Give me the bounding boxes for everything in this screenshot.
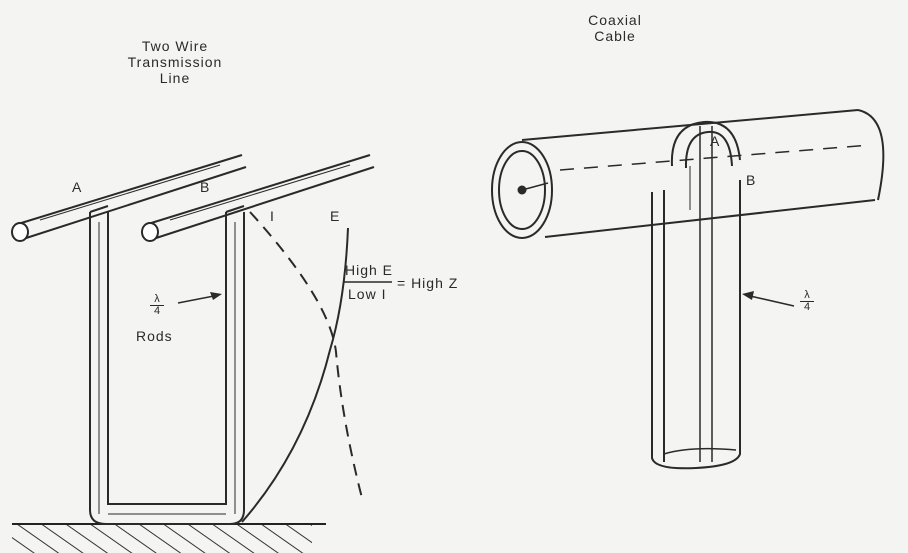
- coax-label-b: B: [746, 172, 757, 188]
- two-wire-title-line3: Line: [159, 70, 191, 86]
- ground-symbol: [12, 523, 326, 553]
- rods-label: Rods: [136, 328, 173, 344]
- high-e-label: High E: [345, 262, 394, 278]
- two-wire-title-line1: Two Wire: [141, 38, 209, 54]
- wire-b-label: B: [200, 179, 211, 195]
- coaxial-title-line1: Coaxial: [588, 12, 642, 28]
- coax-four-denominator: 4: [800, 301, 814, 313]
- high-z-label: = High Z: [397, 275, 459, 291]
- wire-a-label: A: [72, 179, 83, 195]
- voltage-curve-e: [241, 227, 349, 523]
- two-wire-title-line2: Transmission: [127, 54, 223, 70]
- coax-lambda-over-4: λ 4: [800, 290, 814, 313]
- coax-lambda-arrow: [742, 291, 795, 307]
- coaxial-stub: [651, 126, 741, 470]
- two-wire-title: Two Wire Transmission Line: [100, 38, 250, 86]
- coax-lambda-symbol: λ: [804, 289, 810, 301]
- wire-a: [11, 154, 247, 242]
- low-i-label: Low I: [348, 286, 387, 302]
- coax-label-a: A: [710, 133, 721, 149]
- coaxial-title-line2: Cable: [594, 28, 636, 44]
- rods-lambda-over-4: λ 4: [150, 294, 164, 317]
- coaxial-title: Coaxial Cable: [570, 12, 660, 44]
- quarter-wave-rods: [89, 205, 245, 525]
- four-denominator: 4: [150, 305, 164, 317]
- lambda-symbol: λ: [154, 293, 160, 305]
- coaxial-outer-conductor: [491, 109, 885, 239]
- wire-b: [141, 154, 375, 242]
- stub-opening: [670, 120, 741, 169]
- rods-arrow: [177, 292, 222, 304]
- current-curve-i: [249, 211, 363, 499]
- voltage-label-e: E: [330, 208, 341, 224]
- current-label-i: I: [270, 208, 275, 224]
